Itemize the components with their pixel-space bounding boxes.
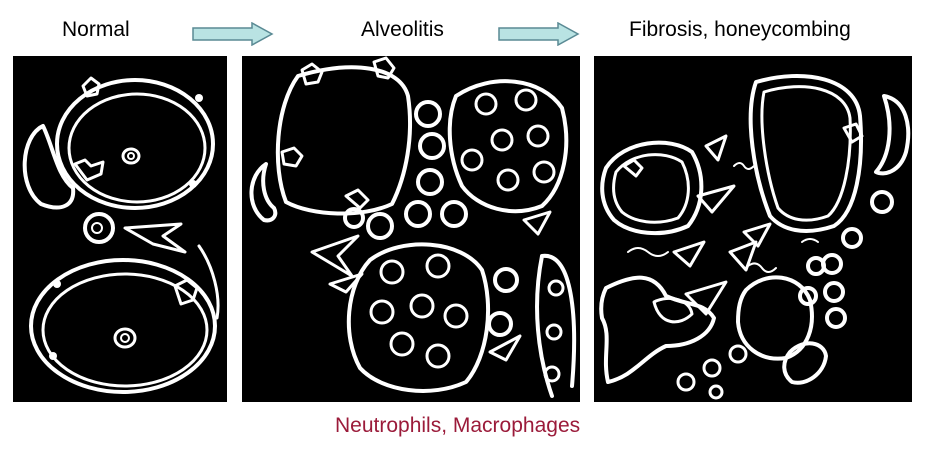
arrow-right-icon [498, 22, 580, 46]
normal-alveoli-drawing [22, 76, 220, 394]
panel-alveolitis [242, 56, 580, 402]
panel-normal-lung [13, 56, 227, 402]
stage-label-normal: Normal [62, 18, 130, 41]
fibrosis-drawing [599, 74, 911, 400]
stage-label-fibrosis: Fibrosis, honeycombing [629, 18, 851, 41]
alveolitis-drawing [249, 56, 577, 398]
caption-neutrophils-macrophages: Neutrophils, Macrophages [335, 414, 581, 437]
arrow-right-icon [192, 22, 274, 46]
panel-fibrosis-honeycombing [594, 56, 912, 402]
stage-label-alveolitis: Alveolitis [361, 18, 444, 41]
